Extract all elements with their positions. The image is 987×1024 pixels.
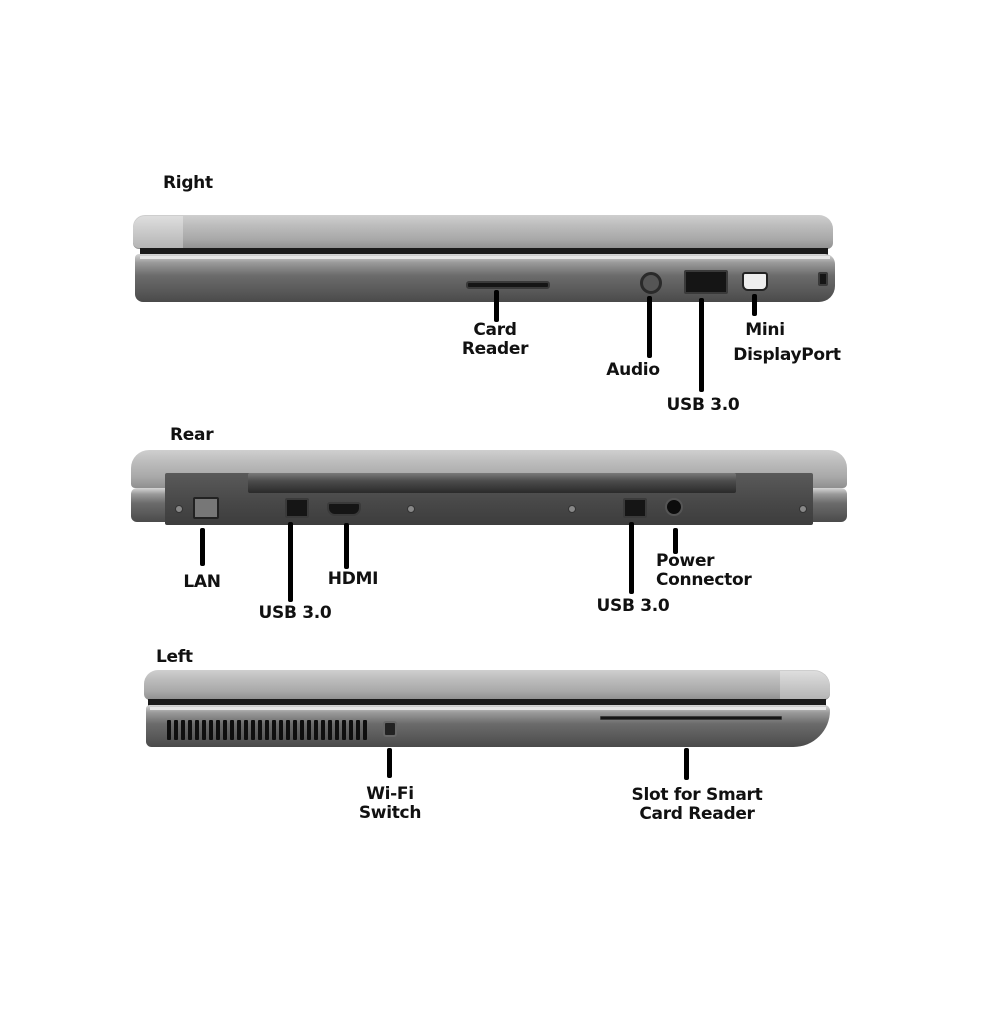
label-mini-displayport: Mini DisplayPort [733,320,841,365]
leader-line-audio [647,296,652,358]
screw-icon [568,505,576,513]
usb-port-icon [285,498,309,518]
screw-icon [175,505,183,513]
audio-jack-icon [640,272,662,294]
lid-seam [140,248,828,255]
lid-hinge-cap [133,216,183,248]
label-usb-right: USB 3.0 [666,395,740,415]
base-highlight [140,256,830,259]
screw-icon [799,505,807,513]
label-hdmi: HDMI [327,569,379,589]
laptop-base [135,254,835,302]
section-title-left: Left [156,647,193,667]
power-jack-icon [665,498,683,516]
leader-line-usb-left [288,522,293,602]
section-title-rear: Rear [170,425,214,445]
smart-card-slot-icon [600,716,782,720]
laptop-lid [133,215,833,249]
card-reader-slot-icon [466,281,550,289]
screw-icon [407,505,415,513]
leader-line-usb [699,298,704,392]
laptop-lid [144,670,830,700]
lid-seam [148,699,826,706]
leader-line-card-reader [494,290,499,322]
label-usb-rear-right: USB 3.0 [596,596,670,616]
leader-line-smart-card [684,748,689,780]
usb-port-icon [684,270,728,294]
leader-line-lan [200,528,205,566]
leader-line-wifi-switch [387,748,392,778]
label-lan: LAN [183,572,221,592]
wifi-switch-icon [383,721,397,737]
leader-line-usb-right [629,522,634,594]
label-wifi-switch: Wi-Fi Switch [358,784,422,823]
label-audio: Audio [606,360,660,380]
section-title-right: Right [163,173,213,193]
label-card-reader: Card Reader [461,320,529,359]
base-highlight [150,707,826,710]
mini-displayport-icon [742,272,768,291]
laptop-base [146,705,830,747]
lock-slot-icon [818,272,828,286]
leader-line-mini-dp [752,294,757,316]
rear-hinge-bar [248,473,736,493]
label-usb-rear-left: USB 3.0 [258,603,332,623]
lid-hinge-cap [780,671,830,699]
leader-line-power [673,528,678,554]
ethernet-port-icon [193,497,219,519]
hdmi-port-icon [327,502,361,516]
label-power-connector: Power Connector [656,551,752,590]
label-smart-card-slot: Slot for Smart Card Reader [631,785,763,824]
usb-port-icon [623,498,647,518]
leader-line-hdmi [344,523,349,569]
